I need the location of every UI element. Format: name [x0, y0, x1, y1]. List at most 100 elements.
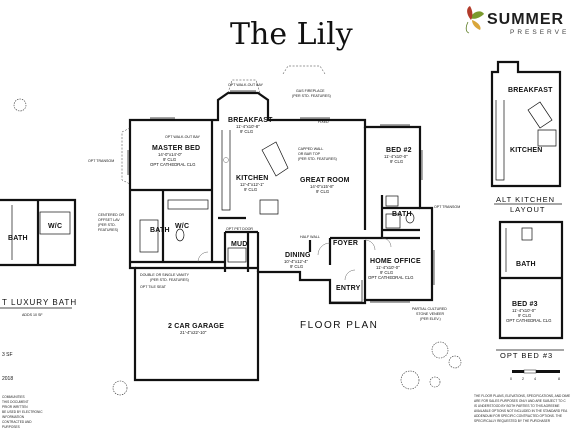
- opt-master-bed: OPT CATHEDRAL CLG: [150, 162, 196, 167]
- left-caption: T LUXURY BATH: [2, 298, 77, 307]
- note-partial-stone-3: (PER ELEV.): [420, 317, 441, 321]
- dim-master-bed: 14'-0"x14'-0": [158, 152, 183, 157]
- left-year: 2018: [2, 376, 13, 382]
- dim-bed2: 11'-4"x10'-0": [384, 154, 408, 159]
- window-marks: [127, 90, 435, 303]
- opt-opt-bed3: OPT CATHEDRAL CLG: [506, 318, 552, 323]
- room-breakfast: BREAKFAST: [228, 117, 273, 124]
- left-sf: 3 SF: [2, 352, 13, 358]
- dim-garage: 21'-4"x22'-10": [180, 330, 207, 335]
- note-gas-fireplace-sub: (PER STD. FEATURES): [292, 94, 331, 98]
- opt-bath-label: BATH: [516, 261, 536, 268]
- room-mud: MUD: [231, 241, 248, 248]
- landscape-shrubs: [13, 98, 462, 396]
- left-bath-label: BATH: [8, 235, 28, 242]
- footer-left-0: COMMUNITIES: [2, 395, 25, 399]
- left-luxury-bath: BATH W/C T LUXURY BATH ADDS 10 SF 3 SF 2…: [0, 198, 77, 382]
- footer-right-1: ARE FOR SALES PURPOSES ONLY AND ARE SUBJ…: [474, 399, 566, 403]
- brand-subname: PRESERVE: [510, 29, 569, 36]
- footer-left-4: INFORMATION: [2, 415, 25, 419]
- note-centered-1: CENTERED OR: [98, 213, 125, 217]
- footer-right-4: ADDENDUM FOR SPECIFIC CONTRACTED OPTIONS…: [474, 414, 562, 418]
- clg-great-room: 9' CLG: [316, 189, 330, 194]
- opt-bed3-label: BED #3: [512, 301, 538, 308]
- room-kitchen: KITCHEN: [236, 175, 269, 182]
- room-great-room: GREAT ROOM: [300, 177, 350, 184]
- note-capped-wall-2: OR BAR TOP: [298, 152, 321, 156]
- alt-kitchen-layout: BREAKFAST KITCHEN ALT KITCHEN LAYOUT: [490, 60, 562, 214]
- room-bath-main: BATH: [392, 211, 412, 218]
- alt-kitchen-label: KITCHEN: [510, 147, 543, 154]
- note-transom-left: OPT TRANSOM: [88, 159, 114, 163]
- note-pet-door: OPT PET DOOR: [226, 227, 253, 231]
- clg-kitchen: 9' CLG: [244, 187, 258, 192]
- note-partial-stone: PARTIAL CULTURED: [412, 307, 447, 311]
- plan-title: The Lily: [230, 17, 353, 52]
- scale-label-0: 0: [510, 377, 512, 381]
- annotation-notes: OPT WALK-OUT BAY GAS FIREPLACE (PER STD.…: [88, 83, 460, 321]
- dim-kitchen: 12'-4"x12'-1": [240, 182, 265, 187]
- scale-label-2: 4: [534, 377, 536, 381]
- brand-name: SUMMER: [487, 11, 564, 28]
- opt-bed3-caption: OPT BED #3: [500, 351, 553, 360]
- footer-right: THE FLOOR PLANS, ELEVATIONS, SPECIFICATI…: [474, 394, 570, 423]
- note-transom-right: OPT TRANSOM: [434, 205, 460, 209]
- opt-bed3-layout: BATH BED #3 11'-4"x10'-0" 9' CLG OPT CAT…: [496, 220, 564, 360]
- door-swings: [197, 237, 392, 281]
- footer-right-2: IS UNDERSTOOD BY BOTH PARTIES TO THIS AG…: [474, 404, 560, 408]
- note-centered-4: FEATURES): [98, 228, 118, 232]
- footer-right-5: SPECIFICALLY REQUESTED BY THE PURCHASER: [474, 419, 551, 423]
- scale-label-1: 2: [522, 377, 524, 381]
- dim-home-office: 11'-4"x10'-0": [376, 265, 400, 270]
- leaf-logo-icon: [465, 6, 484, 34]
- note-half-wall: HALF WALL: [300, 235, 320, 239]
- note-capped-wall: CAPPED WALL: [298, 147, 323, 151]
- footer-left: COMMUNITIES THIS DOCUMENT PRIOR WRITTEN …: [2, 395, 43, 429]
- note-walkout-bay-2: OPT WALK-OUT BAY: [165, 135, 201, 139]
- note-double-vanity: DOUBLE OR SINGLE VANITY: [140, 273, 190, 277]
- footer-right-3: AVAILABLE OPTIONS NOT INCLUDED IN THE ST…: [474, 409, 568, 413]
- fixtures: [139, 195, 415, 263]
- note-partial-stone-2: STONE VENEER: [416, 312, 444, 316]
- room-home-office: HOME OFFICE: [370, 258, 421, 265]
- footer-right-0: THE FLOOR PLANS, ELEVATIONS, SPECIFICATI…: [474, 394, 570, 398]
- room-foyer: FOYER: [333, 240, 358, 247]
- room-dining: DINING: [285, 252, 311, 259]
- left-wc-label: W/C: [48, 223, 62, 230]
- clg-dining: 9' CLG: [290, 264, 304, 269]
- dim-great-room: 14'-0"x15'-8": [310, 184, 335, 189]
- room-labels: BREAKFAST 11'-4"x10'-8" 9' CLG MASTER BE…: [150, 117, 421, 335]
- room-master-bed: MASTER BED: [152, 145, 200, 152]
- note-centered-3: (PER STD.: [98, 223, 116, 227]
- dim-dining: 10'-4"x12'-4": [284, 259, 309, 264]
- kitchen-island: [221, 130, 289, 215]
- footer-left-2: PRIOR WRITTEN: [2, 405, 28, 409]
- floor-plan-caption: FLOOR PLAN: [300, 320, 378, 331]
- main-plan-walls: [128, 91, 434, 382]
- dim-breakfast: 11'-4"x10'-8": [236, 124, 260, 129]
- optional-bays: [121, 65, 326, 185]
- note-centered-2: OFFSET LAV: [98, 218, 120, 222]
- scale-label-3: 8: [558, 377, 560, 381]
- note-capped-wall-3: (PER STD. FEATURES): [298, 157, 337, 161]
- clg-bed2: 9' CLG: [390, 159, 404, 164]
- note-tile-seat: OPT TILE SEAT: [140, 285, 167, 289]
- note-gas-fireplace: GAS FIREPLACE: [296, 89, 325, 93]
- left-adds: ADDS 10 SF: [22, 313, 43, 317]
- clg-breakfast: 9' CLG: [240, 129, 254, 134]
- room-garage: 2 CAR GARAGE: [168, 323, 224, 330]
- footer-left-5: CONTRACTED AND: [2, 420, 32, 424]
- clg-opt-bed3: 9' CLG: [518, 313, 532, 318]
- alt-breakfast-label: BREAKFAST: [508, 87, 553, 94]
- dim-opt-bed3: 11'-4"x10'-0": [512, 308, 536, 313]
- clg-master-bed: 9' CLG: [163, 157, 177, 162]
- alt-kitchen-caption-2: LAYOUT: [510, 205, 545, 214]
- footer-left-6: PURPOSES: [2, 425, 20, 429]
- scale-bar: 0 2 4 8: [510, 369, 560, 381]
- room-wc-master: W/C: [175, 223, 189, 230]
- note-walkout-bay-1: OPT WALK-OUT BAY: [228, 83, 264, 87]
- note-fixed: FIXED: [318, 120, 329, 124]
- brand-logo: SUMMER PRESERVE: [465, 6, 569, 36]
- clg-home-office: 9' CLG: [380, 270, 394, 275]
